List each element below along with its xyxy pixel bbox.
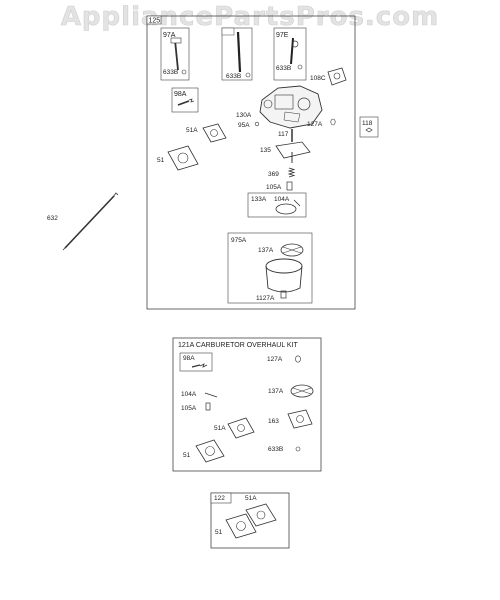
kit-diaphragm-part <box>290 384 314 398</box>
gasket-51-part <box>167 145 199 171</box>
callout-130A: 130A <box>236 112 252 119</box>
gasket-51A-part <box>202 123 227 143</box>
kit-callout-633B: 633B <box>268 446 283 453</box>
kit-callout-137A: 137A <box>268 388 284 395</box>
callout-51: 51 <box>157 157 165 164</box>
callout-137A: 137A <box>258 247 274 254</box>
kit-callout-51A: 51A <box>214 425 226 432</box>
callout-97E: 97E <box>276 32 289 39</box>
kit-callout-104A: 104A <box>181 391 197 398</box>
box-133A[interactable]: 133A 104A <box>247 192 307 218</box>
box-975A[interactable]: 975A 137A 1127A <box>227 232 313 304</box>
callout-104A: 104A <box>274 196 290 203</box>
callout-108C: 108C <box>310 75 326 82</box>
main-assembly-header: 125 <box>149 18 161 25</box>
float-135-part <box>275 141 311 159</box>
kit-callout-98A: 98A <box>183 355 195 362</box>
carburetor-body-part <box>259 85 323 129</box>
spring-369-part <box>287 167 296 178</box>
gasket-set-callout-51A: 51A <box>245 495 257 502</box>
main-assembly-frame <box>146 15 356 310</box>
kit-callout-127A: 127A <box>267 356 283 363</box>
box-98A[interactable]: 98A <box>171 87 199 113</box>
callout-118: 118 <box>362 120 373 127</box>
box-633B[interactable]: 633B <box>221 27 253 81</box>
callout-633B-b: 633B <box>226 73 241 80</box>
box-97A[interactable]: 97A 633B <box>160 27 190 81</box>
callout-975A: 975A <box>231 237 247 244</box>
main-assembly: 125 97A 633B 633B 97E 633B 1 <box>146 15 356 310</box>
callout-98A: 98A <box>174 91 187 98</box>
kit-callout-105A: 105A <box>181 405 197 412</box>
gasket-set-header: 122 <box>214 495 225 502</box>
overhaul-kit-frame <box>172 337 322 472</box>
kit-callout-163: 163 <box>268 418 279 425</box>
kit-box-98A[interactable]: 98A <box>179 352 213 372</box>
part-105A <box>286 181 293 191</box>
part-632[interactable]: 632 <box>47 192 119 251</box>
callout-105A: 105A <box>266 184 282 191</box>
callout-633B-a: 633B <box>163 69 178 76</box>
callout-133A: 133A <box>251 196 267 203</box>
callout-369: 369 <box>268 171 279 178</box>
fuel-bowl-part <box>265 258 303 274</box>
callout-127A: 127A <box>307 121 323 128</box>
kit-callout-51: 51 <box>183 452 191 459</box>
callout-97A: 97A <box>163 32 176 39</box>
gasket-108C-part <box>327 67 347 86</box>
watermark: AppliancePartsPros.com <box>60 2 440 33</box>
choke-shaft-part <box>236 31 242 73</box>
callout-633B-c: 633B <box>276 65 291 72</box>
callout-135: 135 <box>260 147 271 154</box>
callout-1127A: 1127A <box>256 295 275 302</box>
callout-95A: 95A <box>238 122 250 129</box>
gasket-set-122[interactable]: 122 51A 51 <box>210 492 290 549</box>
throttle-shaft-part <box>174 39 179 71</box>
gasket-set-callout-51: 51 <box>215 529 223 536</box>
diaphragm-137A-part <box>280 243 304 257</box>
part-118[interactable]: 118 <box>359 116 379 138</box>
overhaul-kit: 121A CARBURETOR OVERHAUL KIT 98A 127A 13… <box>172 337 322 472</box>
callout-51A: 51A <box>186 127 198 134</box>
callout-632: 632 <box>47 215 58 222</box>
governor-link-part <box>64 195 115 249</box>
box-97E[interactable]: 97E 633B <box>273 27 307 81</box>
callout-117: 117 <box>278 131 289 138</box>
overhaul-kit-title: 121A CARBURETOR OVERHAUL KIT <box>178 342 299 349</box>
